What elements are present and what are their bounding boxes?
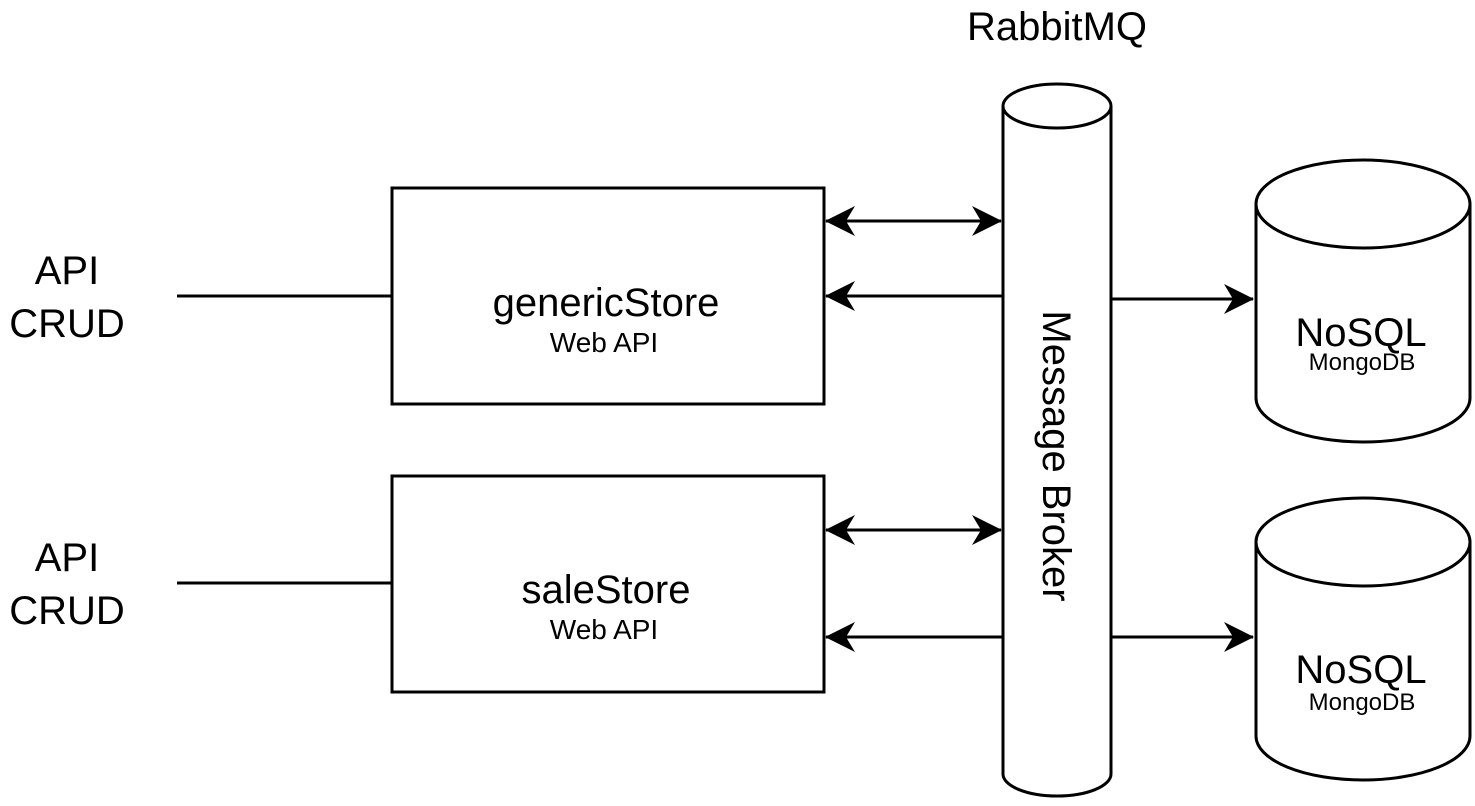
- client-label-1-line2: CRUD: [9, 302, 125, 346]
- broker-cylinder: Message Broker: [1001, 82, 1113, 798]
- db-name: NoSQL: [1295, 311, 1426, 355]
- broker-product-label: RabbitMQ: [967, 5, 1147, 49]
- service-kind: Web API: [550, 614, 658, 645]
- client-label-1-line1: API: [35, 249, 99, 293]
- database-cylinder-2: NoSQL MongoDB: [1254, 496, 1472, 782]
- db-engine: MongoDB: [1309, 689, 1416, 716]
- db-name: NoSQL: [1295, 648, 1426, 692]
- client-label-1: API CRUD: [9, 249, 125, 346]
- service-name: genericStore: [493, 281, 720, 325]
- service-kind: Web API: [550, 327, 658, 358]
- service-name: saleStore: [522, 568, 691, 612]
- service-box-genericstore: genericStore Web API: [390, 186, 826, 406]
- client-label-2-line2: CRUD: [9, 589, 125, 633]
- db-engine: MongoDB: [1309, 349, 1416, 376]
- service-box-salestore: saleStore Web API: [390, 474, 826, 694]
- database-cylinder-1: NoSQL MongoDB: [1254, 158, 1472, 444]
- client-label-2: API CRUD: [9, 536, 125, 633]
- client-label-2-line1: API: [35, 536, 99, 580]
- broker-label: Message Broker: [1034, 310, 1078, 601]
